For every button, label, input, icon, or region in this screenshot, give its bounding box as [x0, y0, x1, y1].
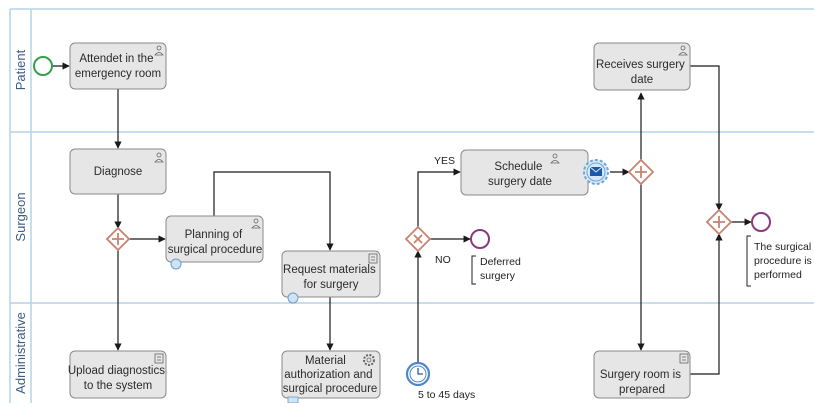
svg-text:The surgical procedure i: The surgical procedure is performed	[754, 241, 814, 281]
task-label: Schedule surgery date	[488, 161, 552, 188]
flow-label-yes: YES	[434, 155, 455, 167]
exclusive-gateway[interactable]	[404, 225, 432, 253]
task-box	[69, 350, 167, 399]
plus-marker-icon	[287, 396, 299, 404]
gear-icon	[363, 354, 375, 366]
task-box	[593, 350, 691, 399]
end-event-deferred[interactable]	[470, 229, 490, 249]
document-icon	[679, 353, 689, 364]
task-request-materials[interactable]: Request materials for surgery	[281, 250, 381, 304]
task-diagnose[interactable]: Diagnose	[69, 148, 167, 195]
parallel-gateway-join[interactable]	[705, 208, 733, 236]
task-surgery-room-prepared[interactable]: Surgery room is prepared	[593, 350, 691, 399]
timer-event-icon[interactable]	[405, 361, 431, 387]
task-box	[165, 215, 264, 263]
flow-xor-yes-to-schedule[interactable]	[417, 168, 461, 227]
start-event[interactable]	[33, 56, 53, 76]
document-icon	[368, 253, 378, 264]
task-material-authorization[interactable]: Material authorization and surgical proc…	[281, 350, 381, 404]
pool: Patient Surgeon Administrative	[9, 8, 814, 403]
task-box	[69, 42, 167, 90]
person-icon	[154, 152, 164, 163]
task-schedule-surgery[interactable]: Schedule surgery date	[460, 149, 589, 196]
end-event-performed[interactable]	[751, 212, 771, 232]
task-box	[593, 42, 691, 91]
annotation-deferred: Deferred surgery	[471, 255, 524, 285]
person-icon	[678, 45, 688, 56]
task-receives-surgery-date[interactable]: Receives surgery date	[593, 42, 691, 91]
task-box	[281, 350, 381, 399]
parallel-gateway-fork[interactable]	[627, 158, 655, 186]
flow-label-no: NO	[435, 254, 451, 266]
task-label: Attendet in the emergency room	[75, 53, 161, 80]
sequence-flows	[52, 62, 752, 375]
task-box	[69, 148, 167, 195]
task-planning[interactable]: Planning of surgical procedure	[165, 215, 264, 270]
timer-label: 5 to 45 days	[418, 389, 475, 401]
lane-label-administrative: Administrative	[13, 312, 28, 394]
person-icon	[550, 153, 560, 164]
flow-room-to-join[interactable]	[690, 233, 723, 375]
parallel-gateway-split[interactable]	[105, 226, 131, 252]
annotation-performed: The surgical procedure is performed	[746, 235, 814, 287]
task-upload-diagnostics[interactable]: Upload diagnostics to the system	[68, 350, 168, 399]
flow-receives-to-join[interactable]	[690, 65, 723, 211]
task-label: Upload diagnostics to the system	[68, 365, 168, 392]
task-label: Material authorization and surgical proc…	[283, 355, 378, 395]
task-label: Surgery room is prepared	[600, 369, 684, 396]
task-attend-er[interactable]: Attendet in the emergency room	[69, 42, 167, 90]
svg-text:Deferred surgery: Deferred surgery	[480, 256, 524, 282]
lane-label-patient: Patient	[13, 49, 28, 90]
task-label: Diagnose	[94, 166, 143, 178]
flow-planning-to-request[interactable]	[213, 171, 334, 251]
lane-label-surgeon: Surgeon	[13, 192, 28, 241]
task-label: Planning of surgical procedure	[168, 229, 263, 256]
task-box	[281, 250, 381, 298]
boundary-event-icon	[170, 258, 182, 270]
boundary-event-icon	[287, 292, 299, 304]
task-label: Request materials for surgery	[283, 264, 379, 291]
task-label: Receives surgery date	[596, 59, 688, 86]
document-icon	[154, 353, 164, 364]
message-event-icon[interactable]	[583, 159, 609, 185]
person-icon	[154, 45, 164, 56]
person-icon	[251, 218, 261, 229]
